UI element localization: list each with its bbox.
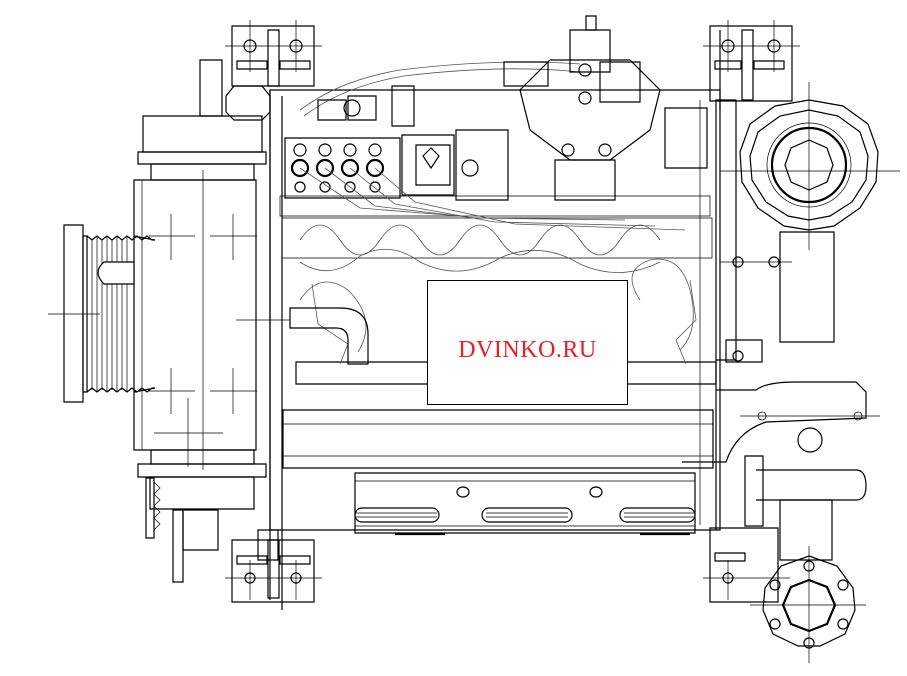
watermark-text: DVINKO.RU <box>458 337 597 363</box>
frame-lines <box>258 30 720 610</box>
engine-mount-top-right <box>703 20 800 101</box>
fuel-injection-pump <box>285 62 685 230</box>
exhaust-flange <box>750 546 866 663</box>
turbocharger <box>716 82 900 362</box>
crankshaft-pulley <box>48 225 155 402</box>
water-pump-housing <box>504 16 707 200</box>
exhaust-pipe <box>682 382 880 560</box>
engine-mount-bottom-left <box>225 540 322 602</box>
alternator <box>134 116 290 509</box>
watermark-box: DVINKO.RU <box>427 280 628 405</box>
engine-mount-bottom-right <box>703 528 790 602</box>
intake-elbow <box>290 308 368 364</box>
lower-pulley <box>146 478 218 582</box>
engine-mount-top-left <box>225 20 322 86</box>
oil-pan-rail <box>355 473 695 534</box>
injector-nozzles <box>292 144 383 192</box>
